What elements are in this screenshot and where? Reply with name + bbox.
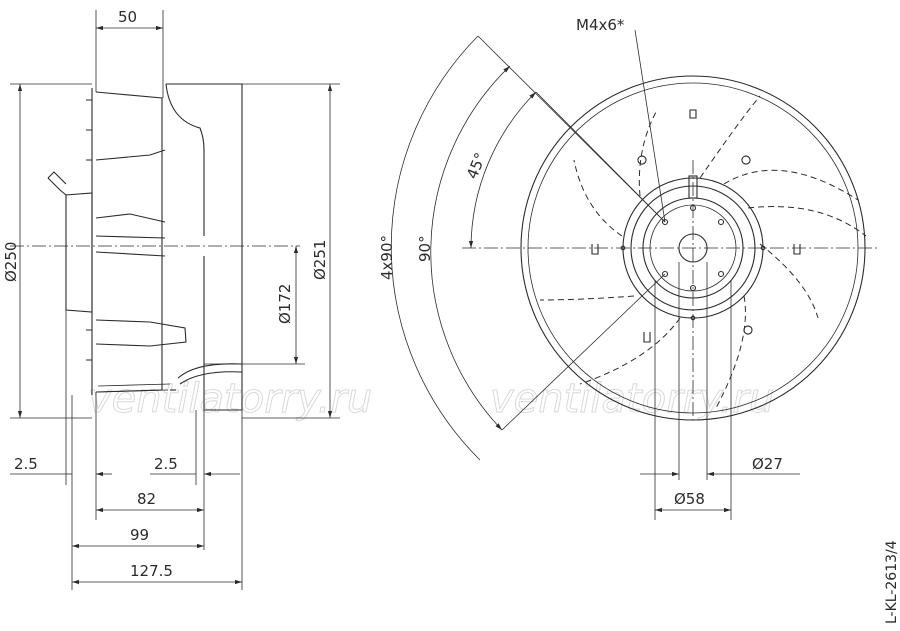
screw-label: M4x6* xyxy=(576,16,625,34)
side-view: 50 Ø250 Ø251 Ø172 2.5 2.5 82 xyxy=(2,8,340,590)
watermark-right: ventilatorry.ru xyxy=(490,376,774,422)
dim-left-offset: 2.5 xyxy=(14,455,38,473)
dim-58: Ø58 xyxy=(674,490,705,508)
dim-inlet-diameter: Ø251 xyxy=(311,240,329,280)
dim-outer-diameter: Ø250 xyxy=(2,242,20,282)
dim-top-width: 50 xyxy=(118,8,137,26)
watermark-left: ventilatorry.ru xyxy=(88,376,372,422)
dim-127: 127.5 xyxy=(130,562,173,580)
drawing-code: L-KL-2613/4 xyxy=(884,540,900,624)
front-view: M4x6* 45° 90° 4x90° Ø27 Ø58 xyxy=(378,16,878,520)
dim-hub-diameter: Ø172 xyxy=(276,284,294,324)
angle-4x90: 4x90° xyxy=(378,235,396,280)
angle-90: 90° xyxy=(416,235,434,262)
dim-27: Ø27 xyxy=(752,455,783,473)
dim-82: 82 xyxy=(137,490,156,508)
dim-right-offset: 2.5 xyxy=(154,455,178,473)
angle-45: 45° xyxy=(463,150,490,181)
dim-99: 99 xyxy=(130,526,149,544)
